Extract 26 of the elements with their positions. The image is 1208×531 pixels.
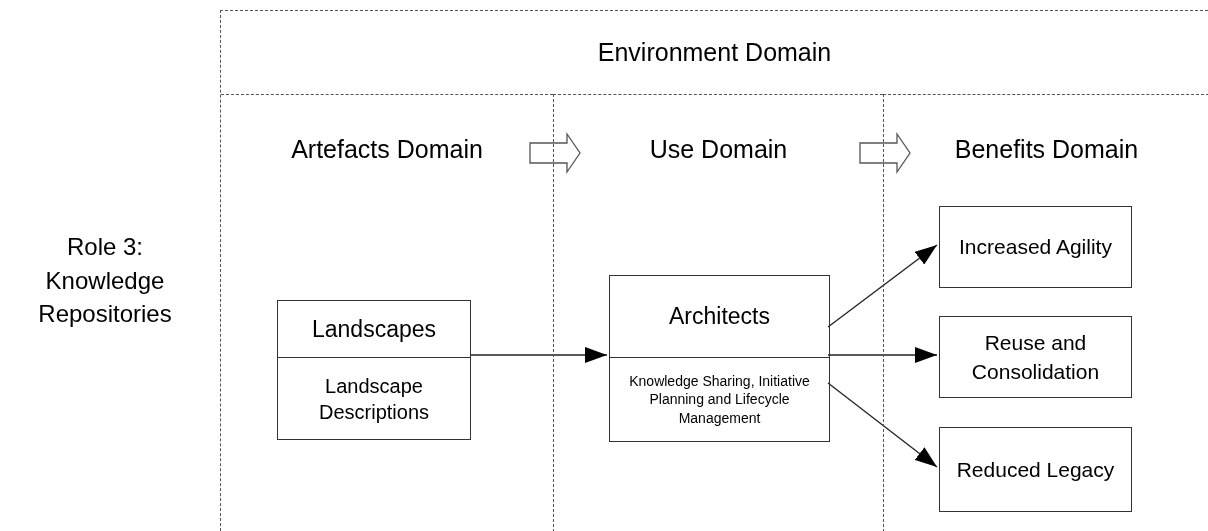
box-description: Knowledge Sharing, Initiative Planning and Lifecycle Management — [628, 372, 811, 427]
column-heading: Use Domain — [649, 134, 788, 165]
box-label: Increased Agility — [959, 234, 1112, 261]
arrow — [827, 244, 938, 328]
box-label: Reduced Legacy — [956, 456, 1115, 483]
column-heading: Benefits Domain — [954, 134, 1139, 165]
benefit-box — [939, 206, 1132, 288]
box-description: Landscape Descriptions — [317, 373, 430, 425]
box-title: Architects — [669, 302, 770, 332]
role-label: Role 3: Knowledge Repositories — [38, 233, 172, 328]
process-box — [277, 300, 471, 440]
box-label: Reuse and Consolidation — [970, 329, 1101, 385]
block-arrow — [859, 131, 911, 175]
domain-frame — [220, 10, 1208, 531]
domain-column — [553, 94, 883, 531]
domain-title: Environment Domain — [597, 36, 832, 68]
arrow — [827, 382, 938, 468]
benefit-box — [939, 427, 1132, 512]
domain-column — [883, 94, 1208, 531]
process-box — [609, 275, 830, 442]
box-title: Landscapes — [311, 314, 436, 344]
arrow — [469, 347, 608, 363]
arrow — [827, 347, 938, 363]
column-heading: Artefacts Domain — [291, 134, 483, 165]
benefit-box — [939, 316, 1132, 398]
block-arrow — [529, 131, 581, 175]
